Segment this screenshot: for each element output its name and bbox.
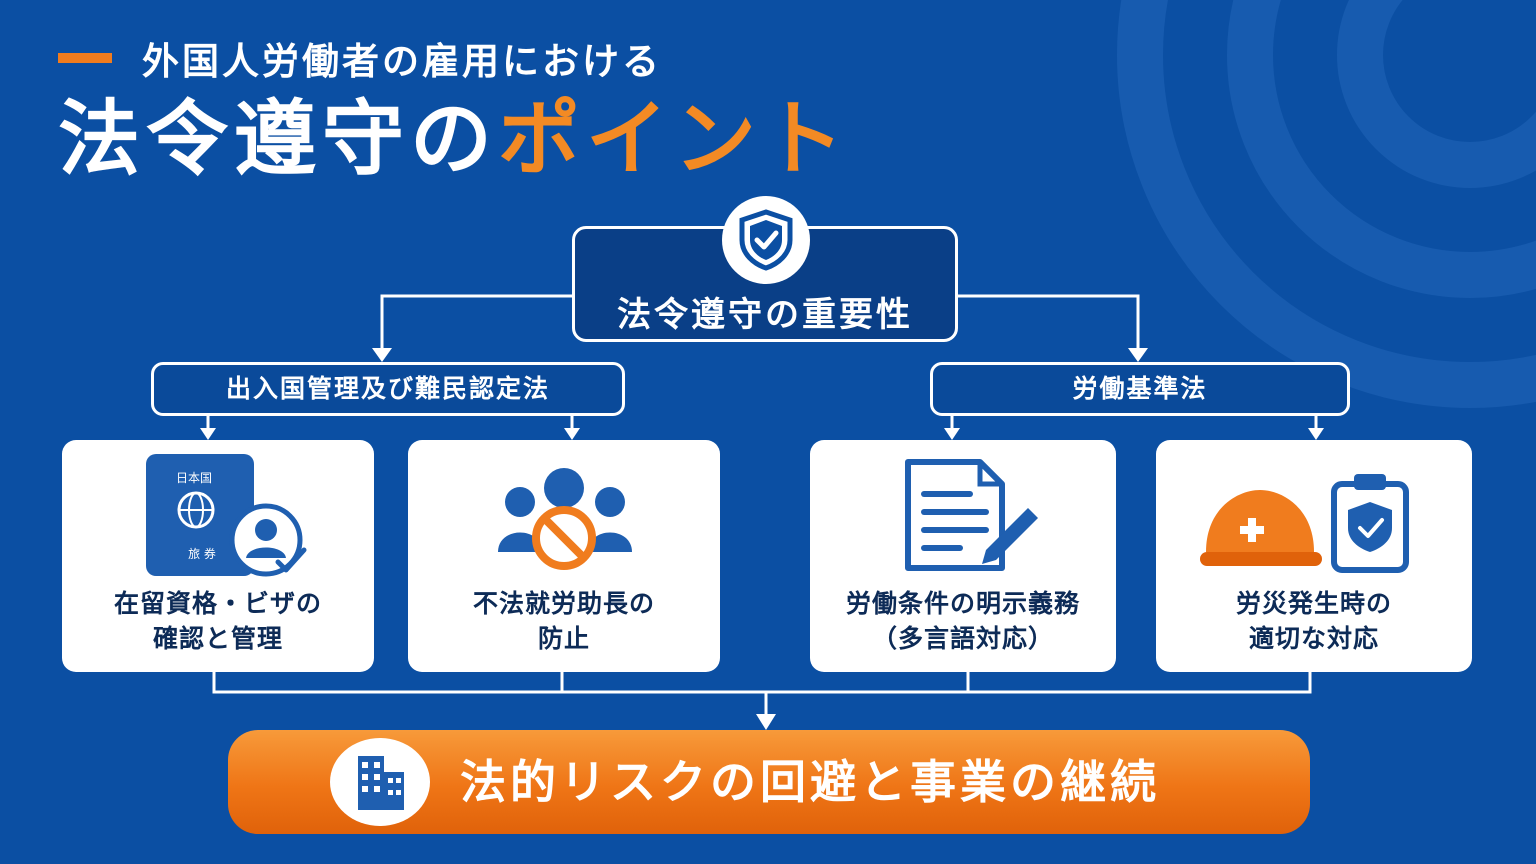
card-working-conditions: 労働条件の明示義務 （多言語対応） — [810, 440, 1116, 672]
result-label: 法的リスクの回避と事業の継続 — [460, 755, 1160, 809]
document-pen-icon — [905, 459, 1038, 571]
card-illegal-work-prevention: 不法就労助長の 防止 — [408, 440, 720, 672]
card-line-2: （多言語対応） — [871, 624, 1054, 653]
card-text: 在留資格・ビザの 確認と管理 — [62, 586, 374, 656]
title-accent: ポイント — [498, 92, 851, 187]
shield-check-icon — [722, 196, 810, 284]
passport-icon: 日本国 旅 券 — [146, 454, 307, 577]
card-line-1: 労働条件の明示義務 — [845, 589, 1080, 618]
helmet-clipboard-icon — [1200, 474, 1409, 573]
accent-bar — [58, 53, 112, 63]
root-label: 法令遵守の重要性 — [617, 295, 913, 335]
card-text: 不法就労助長の 防止 — [408, 586, 720, 656]
law-immigration: 出入国管理及び難民認定法 — [151, 362, 625, 416]
card-text: 労働条件の明示義務 （多言語対応） — [810, 586, 1116, 656]
card-line-2: 防止 — [537, 624, 590, 653]
page-title: 法令遵守のポイント — [58, 92, 850, 188]
passport-country-text: 日本国 — [176, 471, 212, 485]
building-icon — [330, 738, 430, 826]
title-main: 法令遵守の — [58, 92, 499, 187]
card-accident-response: 労災発生時の 適切な対応 — [1156, 440, 1472, 672]
card-visa-check: 日本国 旅 券 在留資格・ビザの 確認と管理 — [62, 440, 374, 672]
card-line-1: 労災発生時の — [1235, 589, 1392, 618]
card-line-1: 在留資格・ビザの — [113, 589, 322, 618]
card-line-2: 適切な対応 — [1248, 624, 1379, 653]
prohibited-group-icon — [498, 468, 632, 570]
subtitle: 外国人労働者の雇用における — [142, 40, 662, 83]
header: 外国人労働者の雇用における 法令遵守のポイント — [58, 30, 850, 188]
card-line-2: 確認と管理 — [152, 624, 283, 653]
card-line-1: 不法就労助長の — [472, 589, 655, 618]
law-labor-standards: 労働基準法 — [930, 362, 1350, 416]
passport-label-text: 旅 券 — [188, 546, 216, 561]
card-text: 労災発生時の 適切な対応 — [1156, 586, 1472, 656]
